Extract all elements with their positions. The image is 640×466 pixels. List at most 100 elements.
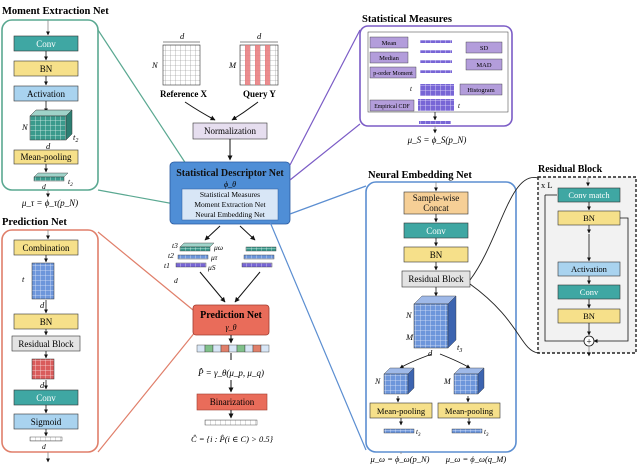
p-order-moment-block — [369, 66, 417, 79]
svg-text:Conv match: Conv match — [568, 190, 610, 200]
svg-text:+: + — [586, 337, 591, 347]
moment-activation-label: Activation — [27, 89, 65, 99]
moment-bn-label: BN — [40, 64, 53, 74]
svg-text:t1: t1 — [164, 261, 170, 270]
svg-text:Histogram: Histogram — [467, 87, 494, 94]
svg-text:N: N — [405, 310, 413, 320]
neural-embedding-net: Neural Embedding Net Sample-wise Concat … — [365, 170, 517, 464]
svg-text:μω: μω — [214, 243, 223, 252]
moment-formula: μ_τ = ϕ_τ(p_N) — [21, 198, 78, 208]
svg-text:N: N — [374, 377, 381, 386]
prediction-conv-label: Conv — [36, 393, 56, 403]
svg-text:t: t — [22, 274, 25, 284]
svg-text:Activation: Activation — [571, 264, 608, 274]
embedding-stack-right — [241, 246, 277, 268]
sdn-item-moment: Moment Extraction Net — [194, 200, 266, 209]
reference-matrix — [162, 44, 201, 86]
query-label: Query Y — [243, 89, 276, 99]
histogram-block — [459, 83, 503, 96]
residual-output-matrix — [31, 358, 55, 380]
neural-tensor — [413, 303, 449, 349]
binarization-label: Binarization — [210, 397, 255, 407]
stat-measures-title: Statistical Measures — [362, 14, 452, 25]
svg-text:t2: t2 — [168, 251, 174, 260]
mean-block — [369, 36, 409, 49]
sd-block — [465, 41, 503, 54]
prediction-net-gamma: γ_θ — [225, 323, 236, 332]
svg-text:d: d — [40, 300, 45, 310]
prediction-detail-frame — [1, 229, 99, 453]
prediction-net-title: Prediction Net — [200, 310, 262, 321]
moment-net-title: Moment Extraction Net — [2, 6, 109, 17]
binarization-block — [196, 393, 268, 411]
reference-label: Reference X — [160, 89, 208, 99]
moment-tensor — [29, 115, 67, 141]
median-block — [369, 51, 409, 64]
prediction-detail-title: Prediction Net — [2, 217, 67, 228]
svg-text:BN: BN — [430, 250, 443, 260]
svg-text:Mean: Mean — [382, 40, 398, 47]
sdn-phi: ϕ_θ — [224, 180, 236, 189]
prediction-residual-label: Residual Block — [18, 339, 74, 349]
svg-text:Mean-pooling: Mean-pooling — [445, 406, 494, 416]
stat-formula: μ_S = ϕ_S(p_N) — [407, 135, 467, 145]
sdn-item-statistical: Statistical Measures — [200, 190, 260, 199]
svg-text:Conv: Conv — [426, 226, 446, 236]
svg-text:d: d — [257, 31, 262, 41]
p-hat-formula: P̂ = γ_θ(μ_p, μ_q) — [197, 368, 264, 378]
svg-text:μS: μS — [208, 263, 216, 272]
neural-net-frame — [365, 181, 517, 453]
svg-text:t3: t3 — [416, 428, 421, 438]
sigmoid-label: Sigmoid — [31, 417, 62, 427]
svg-text:d: d — [42, 442, 46, 451]
histogram-matrix — [420, 84, 454, 96]
residual-title: Residual Block — [538, 164, 603, 175]
svg-text:d: d — [180, 31, 185, 41]
svg-text:M: M — [443, 377, 452, 386]
svg-text:d: d — [40, 380, 45, 390]
svg-text:Residual Block: Residual Block — [408, 274, 464, 284]
svg-text:Median: Median — [379, 55, 400, 62]
svg-text:SD: SD — [480, 45, 489, 52]
svg-text:d: d — [174, 276, 178, 285]
svg-text:BN: BN — [583, 213, 595, 223]
combination-label: Combination — [23, 243, 70, 253]
svg-text:t3: t3 — [457, 342, 462, 354]
moment-d-label: d — [46, 141, 51, 151]
svg-text:t: t — [410, 85, 413, 93]
svg-text:Empirical CDF: Empirical CDF — [374, 104, 410, 110]
svg-text:t3: t3 — [484, 428, 489, 438]
svg-text:t: t — [458, 102, 461, 110]
svg-text:d: d — [42, 182, 46, 191]
svg-text:BN: BN — [583, 311, 595, 321]
moment-net-frame — [1, 19, 99, 191]
normalization-label: Normalization — [204, 126, 256, 136]
svg-text:t3: t3 — [172, 241, 178, 250]
svg-text:μτ: μτ — [211, 253, 218, 262]
combination-matrix — [31, 262, 55, 300]
stat-measures-frame — [359, 25, 513, 127]
residual-repeat-label: x L — [541, 180, 553, 190]
concat-label: Sample-wise Concat — [412, 193, 460, 213]
center-pipeline: d N Reference X d M Query Y Normalizatio… — [151, 31, 291, 444]
residual-block-detail: Residual Block x L Conv match BN Activat… — [537, 164, 637, 357]
svg-text:d: d — [428, 348, 433, 358]
c-hat-formula: Ĉ = {i : P̂(i ∈ C) > 0.5} — [191, 434, 274, 444]
svg-text:M: M — [228, 60, 237, 70]
moment-t2-label: t2 — [73, 132, 78, 144]
svg-text:MAD: MAD — [476, 62, 491, 69]
mad-block — [465, 58, 503, 71]
prediction-bn-label: BN — [40, 317, 53, 327]
moment-extraction-net: Moment Extraction Net Conv BN Activation… — [1, 6, 109, 208]
statistical-measures: Statistical Measures Mean Median p-order… — [359, 14, 513, 145]
svg-text:Conv: Conv — [580, 287, 599, 297]
sdn-title: Statistical Descriptor Net — [176, 168, 284, 179]
moment-conv-label: Conv — [36, 39, 56, 49]
neural-net-title: Neural Embedding Net — [368, 170, 472, 181]
ecdf-matrix — [418, 99, 454, 111]
neural-formula-2: μ_ω = ϕ_ω(q_M) — [445, 454, 507, 464]
moment-meanpool-label: Mean-pooling — [21, 152, 72, 162]
svg-text:Mean-pooling: Mean-pooling — [377, 406, 426, 416]
p-hat-vector — [196, 344, 270, 353]
